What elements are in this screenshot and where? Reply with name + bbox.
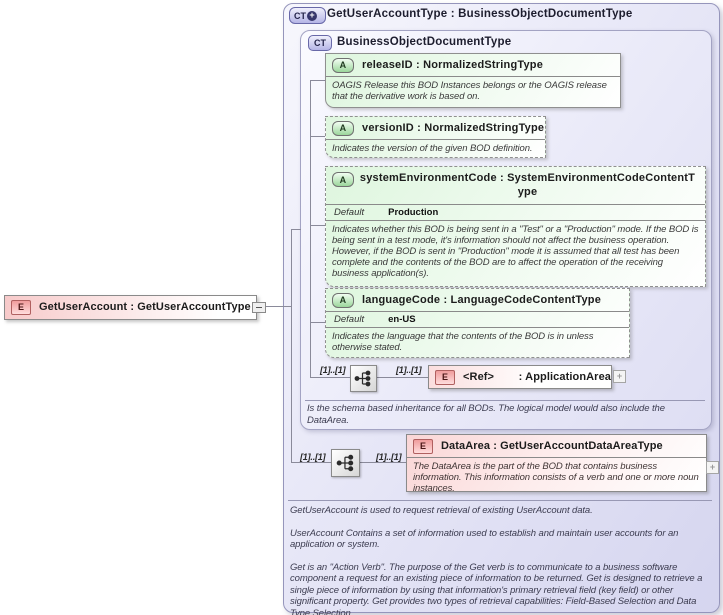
collapse-handle[interactable] bbox=[252, 302, 266, 313]
connector-line bbox=[310, 80, 311, 377]
sequence-icon[interactable] bbox=[331, 449, 360, 477]
minus-icon bbox=[256, 307, 262, 308]
expand-button[interactable]: + bbox=[613, 370, 626, 383]
attribute-icon: A bbox=[332, 57, 354, 73]
attribute-annotation: Indicates whether this BOD is being sent… bbox=[332, 224, 699, 279]
connector-line bbox=[310, 377, 351, 378]
attribute-name: languageCode : LanguageCodeContentType bbox=[362, 294, 602, 306]
attribute-title: A systemEnvironmentCode : SystemEnvironm… bbox=[326, 167, 705, 205]
attribute-name: releaseID : NormalizedStringType bbox=[362, 59, 544, 71]
default-value: Production bbox=[388, 207, 439, 218]
attribute-releaseid[interactable]: A releaseID : NormalizedStringType OAGIS… bbox=[325, 53, 621, 108]
default-label: Default bbox=[334, 207, 365, 218]
attribute-title: A versionID : NormalizedStringType bbox=[326, 117, 545, 140]
element-title: E <Ref> : ApplicationArea bbox=[429, 366, 611, 388]
attribute-title: A languageCode : LanguageCodeContentType bbox=[326, 289, 629, 312]
default-value: en-US bbox=[388, 314, 416, 325]
sequence-glyph bbox=[336, 454, 353, 472]
connector-line bbox=[310, 225, 325, 226]
annotation-paragraph: GetUserAccount is used to request retrie… bbox=[290, 505, 593, 516]
ct-icon-label: CT bbox=[294, 10, 306, 21]
attribute-name: systemEnvironmentCode : SystemEnvironmen… bbox=[359, 172, 696, 198]
complex-type-annotations: GetUserAccount is used to request retrie… bbox=[290, 505, 714, 615]
element-getuseraccount[interactable]: E GetUserAccount : GetUserAccountType bbox=[4, 295, 257, 320]
base-type-title: BusinessObjectDocumentType bbox=[337, 36, 512, 48]
attribute-default-row: Default Production bbox=[326, 205, 705, 221]
attribute-annotation: Indicates the language that the contents… bbox=[332, 331, 594, 353]
element-annotation: The DataArea is the part of the BOD that… bbox=[413, 461, 699, 492]
divider bbox=[288, 500, 712, 501]
attribute-title: A releaseID : NormalizedStringType bbox=[326, 54, 620, 77]
annotation-paragraph: Get is an "Action Verb". The purpose of … bbox=[290, 561, 703, 615]
element-ref-label: <Ref> bbox=[463, 371, 495, 383]
element-type-label: : ApplicationArea bbox=[518, 371, 611, 383]
attribute-languagecode[interactable]: A languageCode : LanguageCodeContentType… bbox=[325, 288, 630, 358]
annotation-paragraph: UserAccount Contains a set of informatio… bbox=[290, 527, 679, 551]
cardinality-label: [1]..[1] bbox=[396, 365, 422, 375]
attribute-versionid[interactable]: A versionID : NormalizedStringType Indic… bbox=[325, 116, 546, 158]
element-name: DataArea : GetUserAccountDataAreaType bbox=[441, 440, 663, 452]
element-applicationarea-ref[interactable]: E <Ref> : ApplicationArea bbox=[428, 365, 612, 389]
cardinality-label: [1]..[1] bbox=[376, 452, 402, 462]
complex-type-title: GetUserAccountType : BusinessObjectDocum… bbox=[327, 8, 633, 20]
ct-icon: CT bbox=[308, 35, 332, 51]
complex-type-plus-icon: CT+ bbox=[289, 7, 326, 24]
connector-line bbox=[310, 136, 325, 137]
base-type-annotation: Is the schema based inheritance for all … bbox=[307, 403, 665, 426]
attribute-icon: A bbox=[332, 292, 354, 308]
element-title: E DataArea : GetUserAccountDataAreaType bbox=[407, 435, 706, 458]
connector-line bbox=[375, 377, 428, 378]
connector-line bbox=[264, 306, 292, 307]
connector-line bbox=[310, 80, 325, 81]
attribute-annotation: Indicates the version of the given BOD d… bbox=[332, 143, 533, 154]
element-dataarea[interactable]: E DataArea : GetUserAccountDataAreaType … bbox=[406, 434, 707, 492]
connector-line bbox=[310, 322, 325, 323]
expand-button[interactable]: + bbox=[706, 461, 719, 474]
cardinality-label: [1]..[1] bbox=[320, 365, 346, 375]
default-label: Default bbox=[334, 314, 365, 325]
element-icon: E bbox=[413, 438, 433, 454]
connector-line bbox=[359, 462, 406, 463]
connector-line bbox=[291, 229, 301, 230]
sequence-glyph bbox=[354, 370, 371, 387]
connector-line bbox=[291, 229, 292, 462]
attribute-icon: A bbox=[332, 172, 354, 187]
plus-icon: + bbox=[307, 10, 317, 21]
attribute-icon: A bbox=[332, 120, 354, 136]
attribute-default-row: Default en-US bbox=[326, 312, 629, 328]
element-name: GetUserAccount : GetUserAccountType bbox=[39, 301, 251, 313]
attribute-name: versionID : NormalizedStringType bbox=[362, 122, 545, 134]
attribute-systemenvironmentcode[interactable]: A systemEnvironmentCode : SystemEnvironm… bbox=[325, 166, 706, 287]
element-icon: E bbox=[11, 299, 31, 315]
sequence-icon[interactable] bbox=[350, 365, 377, 392]
element-icon: E bbox=[435, 369, 455, 385]
attribute-annotation: OAGIS Release this BOD Instances belongs… bbox=[332, 80, 607, 102]
element-title: E GetUserAccount : GetUserAccountType bbox=[5, 296, 256, 318]
connector-line bbox=[291, 462, 332, 463]
cardinality-label: [1]..[1] bbox=[300, 452, 326, 462]
divider bbox=[305, 400, 705, 401]
